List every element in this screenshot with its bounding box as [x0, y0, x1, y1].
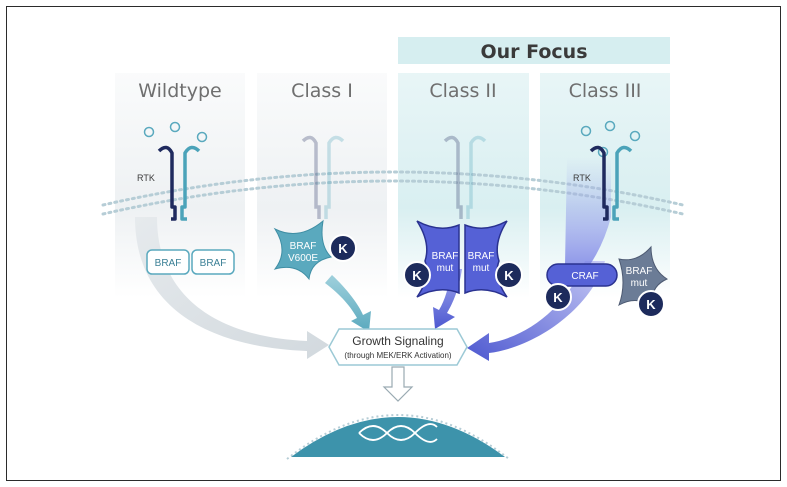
craf-braf-mut-class-iii: BRAF mut CRAF K K [544, 245, 669, 318]
receptor-wildtype: RTK [137, 121, 208, 221]
focus-banner [398, 37, 670, 64]
inhibitor-glyph: K [412, 268, 422, 283]
column-title-wildtype: Wildtype [138, 80, 221, 102]
focus-title: Our Focus [480, 41, 587, 63]
arrow-class-i [325, 275, 371, 332]
receptor-class-iii: RTK [573, 120, 641, 221]
braf-dimer-wildtype: BRAF BRAF [146, 249, 235, 275]
inhibitor-icon [544, 283, 572, 311]
craf-label: CRAF [571, 271, 598, 282]
braf-mut-label-line2: mut [473, 263, 490, 274]
braf-mut-label-line1: BRAF [626, 266, 653, 277]
braf-mut-dimer-class-ii: BRAF mut BRAF mut K K [403, 220, 523, 298]
inhibitor-glyph: K [646, 297, 656, 312]
signal-subtitle: (through MEK/ERK Activation) [344, 351, 451, 360]
down-arrow-icon [382, 366, 414, 402]
inhibitor-icon [637, 290, 665, 318]
column-title-class-iii: Class III [569, 80, 642, 102]
receptor-class-ii [443, 135, 487, 219]
rtk-label: RTK [137, 173, 155, 183]
ligand-icon [143, 126, 155, 138]
arrow-wildtype [135, 217, 329, 359]
growth-signaling-node: Growth Signaling (through MEK/ERK Activa… [328, 328, 468, 366]
column-title-class-ii: Class II [429, 80, 496, 102]
braf-v600e-label-line1: BRAF [290, 241, 317, 252]
braf-v600e-monomer: BRAF V600E K [273, 219, 357, 281]
inhibitor-glyph: K [504, 268, 514, 283]
ligand-icon [580, 125, 592, 137]
panel-class-i [257, 73, 387, 298]
braf-mut-label-line1: BRAF [432, 251, 459, 262]
ligand-icon [196, 131, 208, 143]
column-title-class-i: Class I [291, 80, 353, 102]
braf-label: BRAF [200, 258, 227, 269]
ligand-icon [629, 130, 641, 142]
inhibitor-icon [495, 261, 523, 289]
braf-v600e-label-line2: V600E [288, 253, 318, 264]
braf-mut-label-line1: BRAF [468, 251, 495, 262]
rtk-label: RTK [573, 173, 591, 183]
braf-diagram: Our Focus Wildtype Class I Class II Clas… [101, 37, 685, 460]
receptor-class-i [301, 135, 345, 219]
inhibitor-icon [403, 261, 431, 289]
nucleus [286, 414, 510, 460]
inhibitor-glyph: K [553, 290, 563, 305]
braf-mut-label-line2: mut [631, 278, 648, 289]
rtk-glow-class-iii [565, 157, 611, 269]
braf-mut-label-line2: mut [437, 263, 454, 274]
dna-icon [358, 423, 438, 443]
ligand-icon [169, 121, 181, 133]
inhibitor-glyph: K [338, 241, 348, 256]
ligand-icon [604, 120, 616, 132]
signal-title: Growth Signaling [352, 334, 443, 348]
braf-label: BRAF [155, 258, 182, 269]
inhibitor-icon [329, 234, 357, 262]
diagram-frame: Our Focus Wildtype Class I Class II Clas… [6, 6, 781, 481]
